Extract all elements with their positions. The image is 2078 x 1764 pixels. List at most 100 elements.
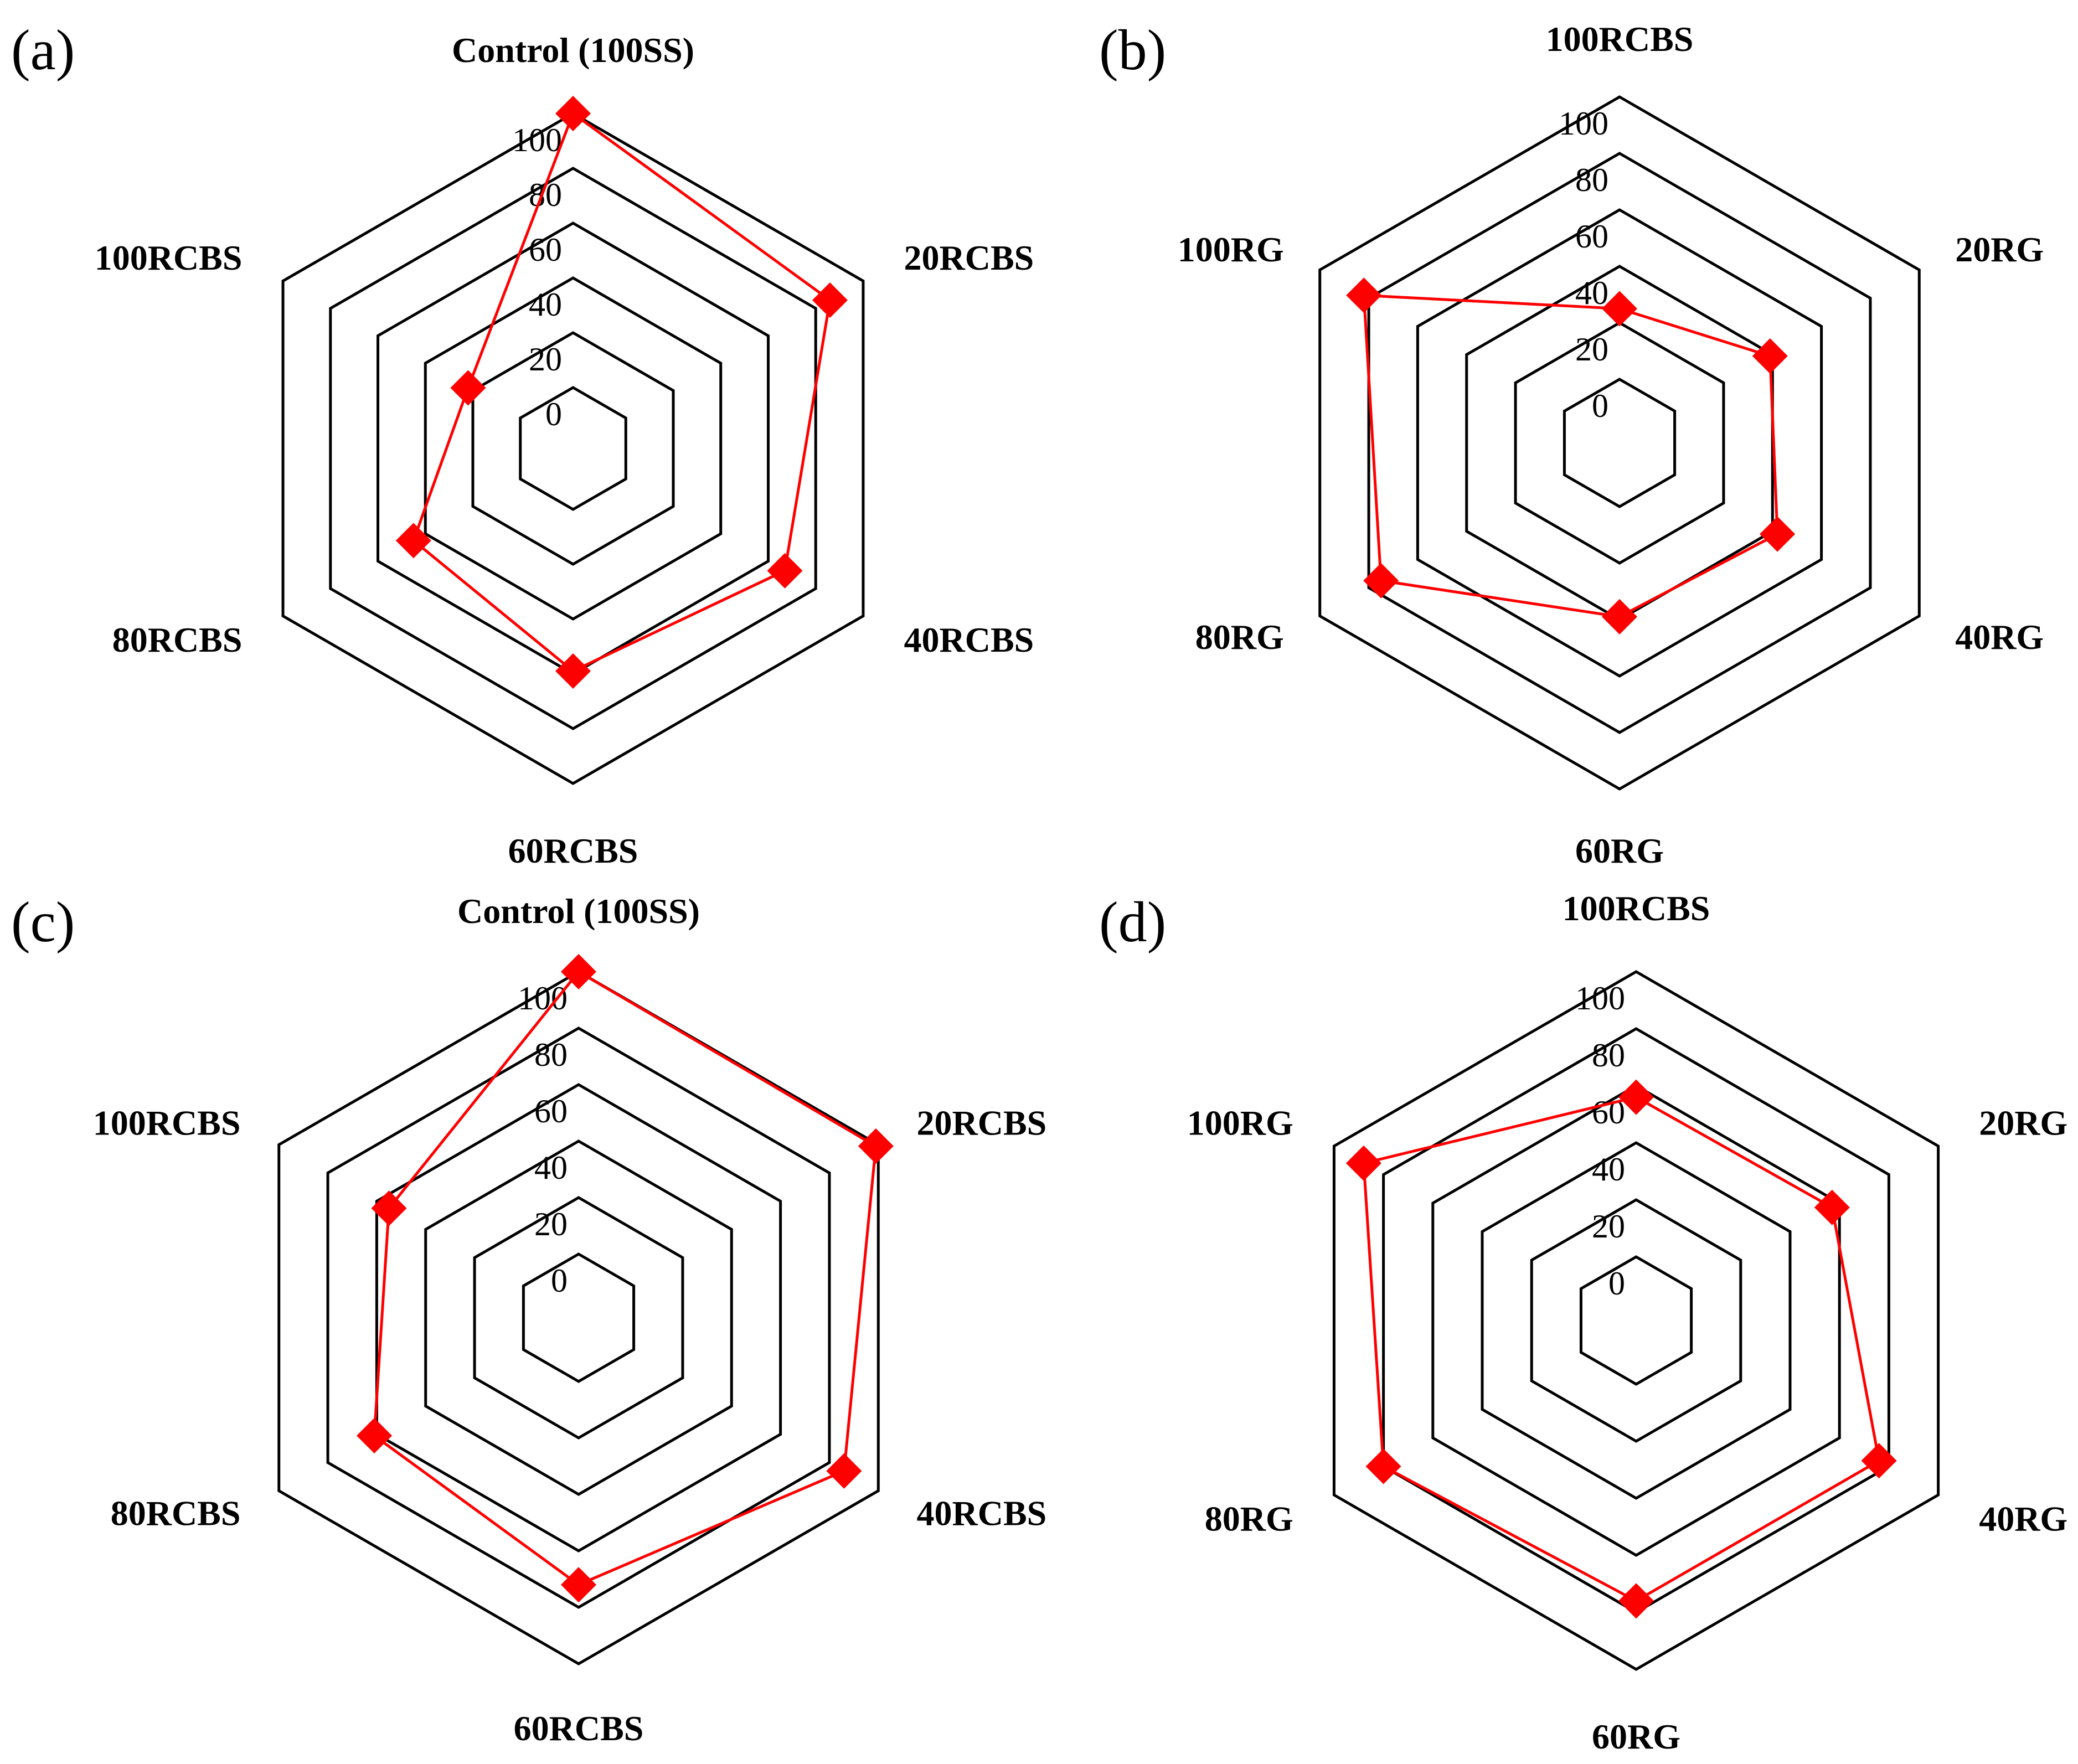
axis-label: Control (100SS) bbox=[452, 30, 694, 70]
data-point-marker bbox=[555, 653, 591, 689]
grid-ring bbox=[1332, 970, 1940, 1671]
data-point-marker bbox=[1345, 1145, 1381, 1181]
data-point-marker bbox=[450, 370, 486, 406]
panel-label: (b) bbox=[1099, 18, 1166, 82]
grid-ring bbox=[1318, 95, 1921, 791]
grid-ring bbox=[281, 112, 865, 785]
grid-ring bbox=[473, 1196, 684, 1440]
axis-label: 40RCBS bbox=[904, 620, 1034, 659]
data-point-marker bbox=[1752, 338, 1788, 374]
data-point-marker bbox=[858, 1128, 894, 1164]
tick-label: 100 bbox=[1559, 105, 1608, 142]
tick-label: 20 bbox=[529, 341, 562, 378]
axis-label: 20RCBS bbox=[917, 1103, 1047, 1143]
data-point-marker bbox=[1602, 599, 1637, 635]
grid-ring bbox=[277, 970, 880, 1665]
data-point-marker bbox=[1346, 277, 1382, 313]
data-point-marker bbox=[555, 96, 591, 131]
axis-label: 80RG bbox=[1195, 617, 1284, 657]
tick-label: 100 bbox=[1575, 980, 1625, 1017]
data-point-marker bbox=[767, 553, 803, 589]
axis-label: 60RG bbox=[1592, 1717, 1680, 1756]
tick-label: 60 bbox=[1592, 1094, 1625, 1131]
grid-ring bbox=[471, 331, 675, 566]
radar-panel-4: 020406080100100RCBS20RG40RG60RG80RG100RG… bbox=[1099, 889, 2067, 1756]
axis-label: 60RCBS bbox=[514, 1709, 644, 1748]
data-point-marker bbox=[1814, 1189, 1850, 1225]
grid-ring bbox=[519, 386, 627, 511]
series-line bbox=[1362, 293, 1779, 618]
tick-label: 0 bbox=[1608, 1265, 1625, 1302]
tick-label: 60 bbox=[529, 231, 562, 268]
radar-panel-3: 0 20 40 60 80 100 Control (100SS) 20RCBS 40RCBS 6… bbox=[11, 890, 1046, 1748]
data-point-marker bbox=[812, 282, 848, 318]
tick-label: 20 bbox=[534, 1206, 568, 1242]
tick-label: 0 bbox=[545, 396, 562, 432]
data-point-marker bbox=[1760, 516, 1796, 552]
grid-ring bbox=[1530, 1198, 1742, 1443]
grid-ring bbox=[1514, 321, 1725, 565]
grid-ring bbox=[1431, 1084, 1841, 1557]
axis-label: 20RCBS bbox=[904, 238, 1034, 277]
panel-label: (a) bbox=[11, 18, 75, 82]
axis-label: 100RCBS bbox=[1563, 889, 1710, 928]
axis-label: 100RCBS bbox=[1546, 19, 1694, 59]
tick-label: 80 bbox=[1592, 1037, 1625, 1074]
grid-ring bbox=[1579, 1255, 1693, 1386]
tick-label: 40 bbox=[534, 1149, 568, 1186]
grid-ring bbox=[1481, 1141, 1792, 1500]
data-point-marker bbox=[1363, 563, 1399, 599]
tick-label: 0 bbox=[1592, 388, 1608, 424]
axis-label: 40RCBS bbox=[917, 1494, 1047, 1533]
axis-label: 20RG bbox=[1979, 1103, 2067, 1143]
data-point-marker bbox=[561, 954, 596, 989]
data-point-marker bbox=[1861, 1443, 1897, 1479]
grid-ring bbox=[1416, 208, 1823, 678]
grid-ring bbox=[424, 1139, 733, 1496]
axis-label: 80RCBS bbox=[112, 620, 243, 659]
tick-label: 60 bbox=[534, 1093, 568, 1129]
tick-label: 20 bbox=[1592, 1208, 1625, 1245]
tick-label: 20 bbox=[1575, 331, 1608, 368]
grid-ring bbox=[326, 1027, 831, 1609]
grid-ring bbox=[1367, 152, 1872, 734]
axis-label: 60RCBS bbox=[508, 831, 638, 870]
data-point-marker bbox=[1365, 1448, 1401, 1484]
grid-ring bbox=[522, 1252, 636, 1383]
axis-label: 40RG bbox=[1955, 617, 2044, 657]
data-point-marker bbox=[1618, 1583, 1654, 1619]
data-point-marker bbox=[826, 1453, 862, 1489]
tick-label: 100 bbox=[518, 980, 568, 1017]
tick-label: 100 bbox=[512, 122, 562, 158]
data-point-marker bbox=[356, 1418, 392, 1454]
data-point-marker bbox=[1618, 1079, 1654, 1115]
grid-ring bbox=[1382, 1027, 1890, 1614]
data-point-marker bbox=[1602, 291, 1637, 327]
axis-label: 40RG bbox=[1979, 1499, 2067, 1539]
tick-label: 40 bbox=[529, 286, 562, 323]
data-point-marker bbox=[371, 1190, 407, 1226]
axis-label: 80RCBS bbox=[111, 1494, 241, 1533]
tick-label: 80 bbox=[534, 1036, 568, 1073]
tick-label: 0 bbox=[551, 1262, 568, 1299]
tick-label: 40 bbox=[1592, 1151, 1625, 1188]
grid-ring bbox=[329, 167, 817, 730]
radar-panel-2: 020406080100100RCBS20RG40RG60RG80RG100RG… bbox=[1099, 18, 2044, 870]
axis-label: Control (100SS) bbox=[457, 891, 700, 931]
axis-label: 80RG bbox=[1205, 1499, 1293, 1539]
tick-label: 80 bbox=[1575, 162, 1608, 198]
grid-ring bbox=[424, 276, 723, 621]
grid-ring bbox=[1563, 378, 1677, 508]
axis-label: 100RCBS bbox=[93, 1103, 241, 1143]
axis-label: 100RG bbox=[1178, 230, 1284, 269]
data-point-marker bbox=[395, 523, 431, 559]
grid-ring bbox=[375, 1083, 782, 1552]
tick-label: 60 bbox=[1575, 218, 1608, 255]
axis-label: 60RG bbox=[1575, 831, 1664, 870]
axis-label: 20RG bbox=[1955, 230, 2044, 269]
panel-label: (d) bbox=[1099, 890, 1166, 954]
series-line bbox=[373, 969, 878, 1587]
data-point-marker bbox=[561, 1567, 596, 1603]
